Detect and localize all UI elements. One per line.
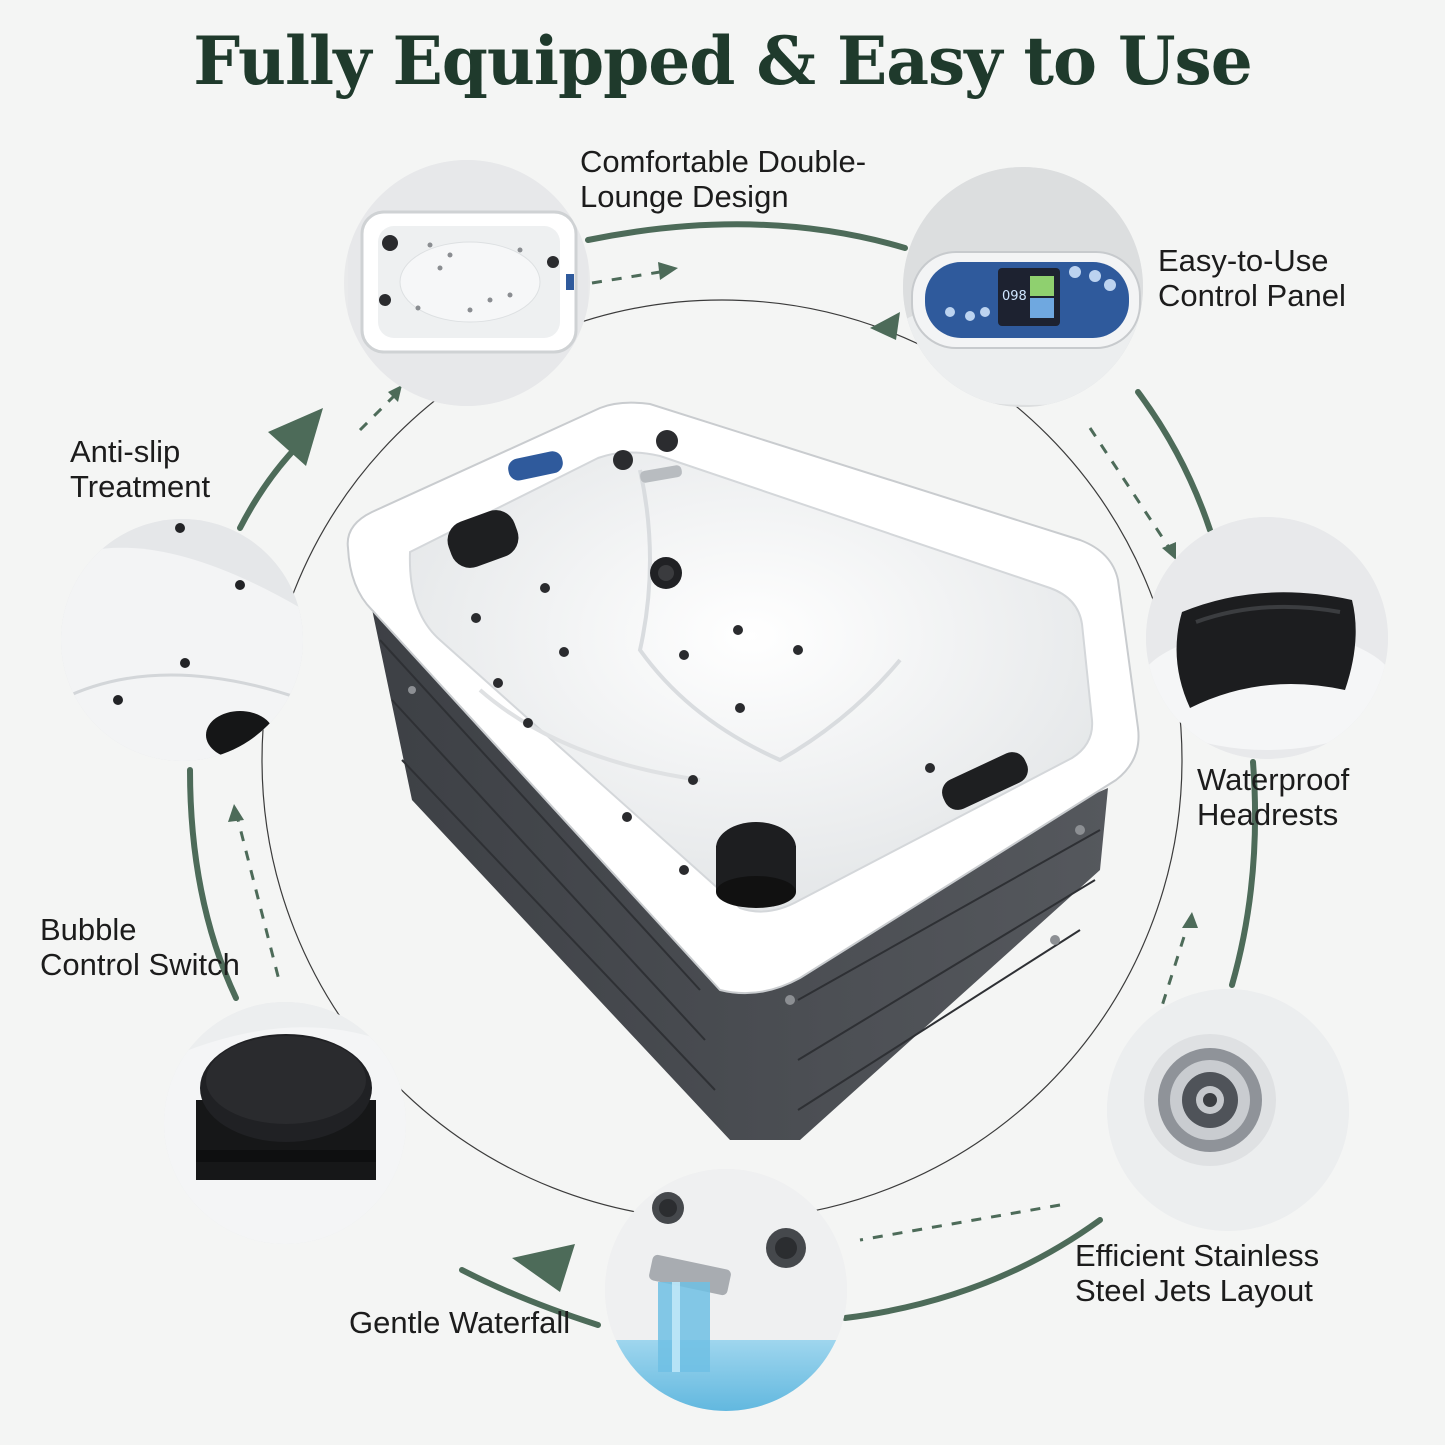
feature-label-line: Bubble	[40, 912, 137, 947]
feature-label-line: Control Panel	[1158, 278, 1346, 313]
feature-label-headrests: Waterproof Headrests	[1197, 762, 1349, 832]
bubble-switch-thumbnail	[164, 1002, 406, 1244]
feature-label-double-lounge: Comfortable Double- Lounge Design	[580, 144, 866, 214]
panel-display-value: 098	[1002, 289, 1027, 304]
control-panel-thumbnail: 098	[903, 167, 1143, 407]
double-lounge-thumbnail	[344, 160, 590, 406]
arrow-heads	[268, 312, 900, 1292]
feature-label-line: Waterproof	[1197, 762, 1350, 797]
feature-label-line: Headrests	[1197, 797, 1339, 832]
page-title: Fully Equipped & Easy to Use	[193, 22, 1252, 100]
feature-label-anti-slip: Anti-slip Treatment	[70, 434, 210, 504]
feature-label-line: Easy-to-Use	[1158, 243, 1329, 278]
feature-label-bubble-switch: Bubble Control Switch	[40, 912, 240, 982]
feature-label-waterfall: Gentle Waterfall	[349, 1305, 570, 1340]
feature-label-line: Comfortable Double-	[580, 144, 867, 179]
dashed-arrows	[234, 270, 1192, 1242]
arrow-head	[512, 1244, 575, 1292]
feature-label-line: Steel Jets Layout	[1075, 1273, 1313, 1308]
feature-label-line: Gentle Waterfall	[349, 1305, 571, 1340]
anti-slip-thumbnail	[61, 519, 303, 761]
feature-label-line: Anti-slip	[70, 434, 181, 469]
feature-label-stainless-jets: Efficient Stainless Steel Jets Layout	[1075, 1238, 1319, 1308]
hot-tub-illustration	[346, 401, 1140, 1140]
arrow-head	[870, 312, 900, 340]
headrest-thumbnail	[1146, 517, 1388, 759]
feature-label-line: Efficient Stainless	[1075, 1238, 1320, 1273]
feature-label-control-panel: Easy-to-Use Control Panel	[1158, 243, 1346, 313]
feature-label-line: Control Switch	[40, 947, 240, 982]
waterfall-thumbnail	[605, 1169, 847, 1411]
arrow-head	[268, 408, 323, 466]
feature-label-line: Treatment	[70, 469, 211, 504]
feature-label-line: Lounge Design	[580, 179, 789, 214]
stainless-jet-thumbnail	[1107, 989, 1349, 1231]
